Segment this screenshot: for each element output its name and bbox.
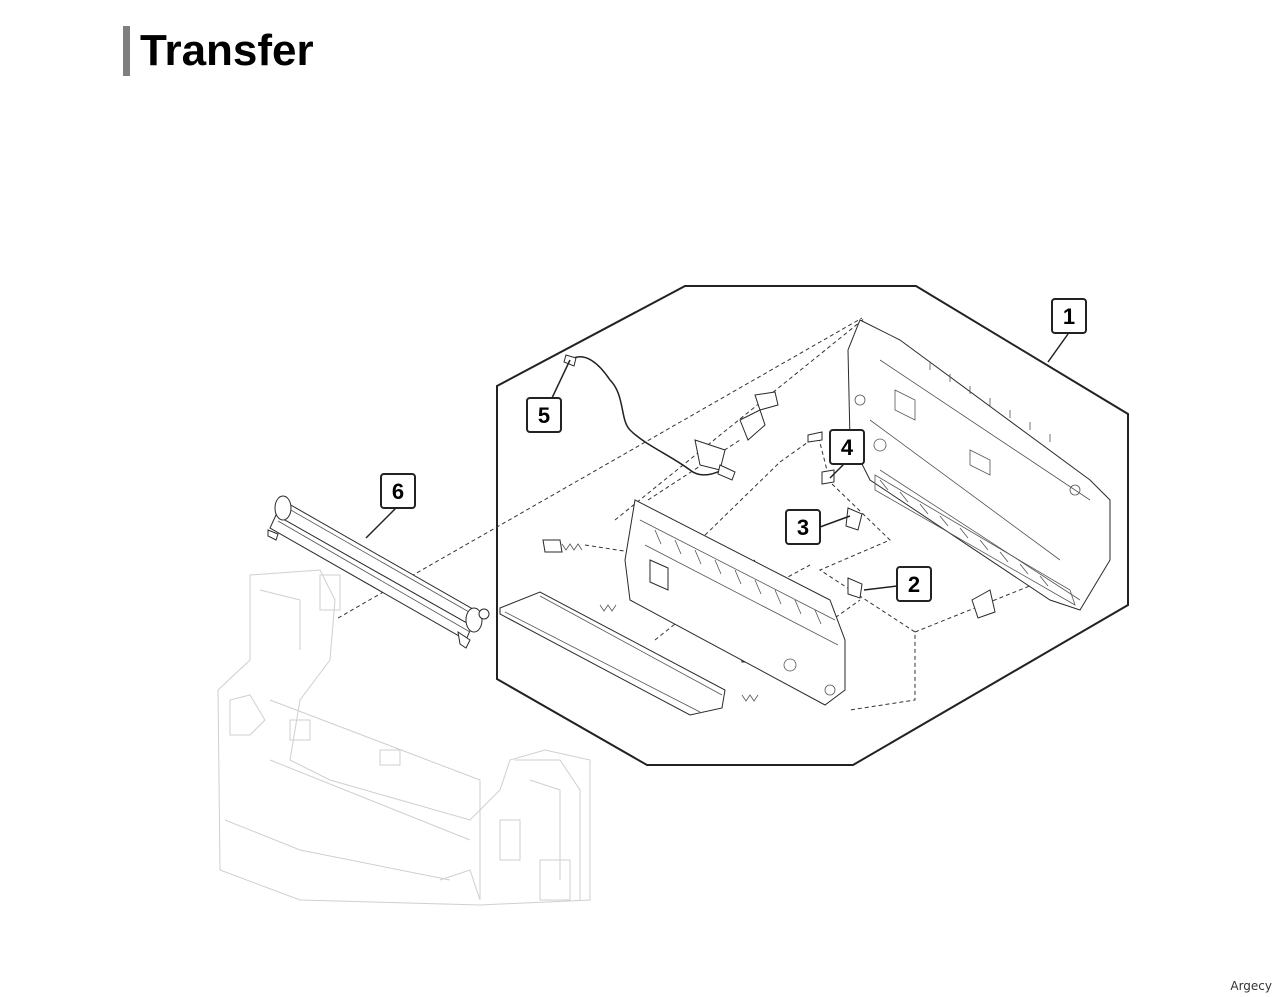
callout-2-label: 2 [908, 572, 920, 597]
callout-6-label: 6 [392, 479, 404, 504]
callout-2: 2 [896, 566, 932, 602]
internal-small-parts [542, 391, 863, 702]
printer-frame-ghost [217, 569, 591, 906]
part-1-transfer-frame [847, 319, 1111, 619]
page-title: Transfer [140, 26, 314, 75]
part-5-sensor-cable [563, 354, 736, 481]
callout-5: 5 [526, 397, 562, 433]
callout-6: 6 [380, 473, 416, 509]
callout-4: 4 [829, 429, 865, 465]
transfer-guide-assembly [499, 499, 846, 716]
watermark-text: Argecy [1230, 979, 1272, 993]
callout-1: 1 [1051, 298, 1087, 334]
callout-1-label: 1 [1063, 304, 1075, 329]
callout-4-label: 4 [841, 435, 854, 460]
callout-leaders [365, 333, 1069, 591]
callout-3: 3 [785, 509, 821, 545]
callout-5-label: 5 [538, 403, 550, 428]
assembly-outline [496, 285, 1129, 766]
title-accent-bar [123, 26, 130, 76]
callout-3-label: 3 [797, 515, 809, 540]
part-6-transfer-roller [267, 495, 490, 649]
